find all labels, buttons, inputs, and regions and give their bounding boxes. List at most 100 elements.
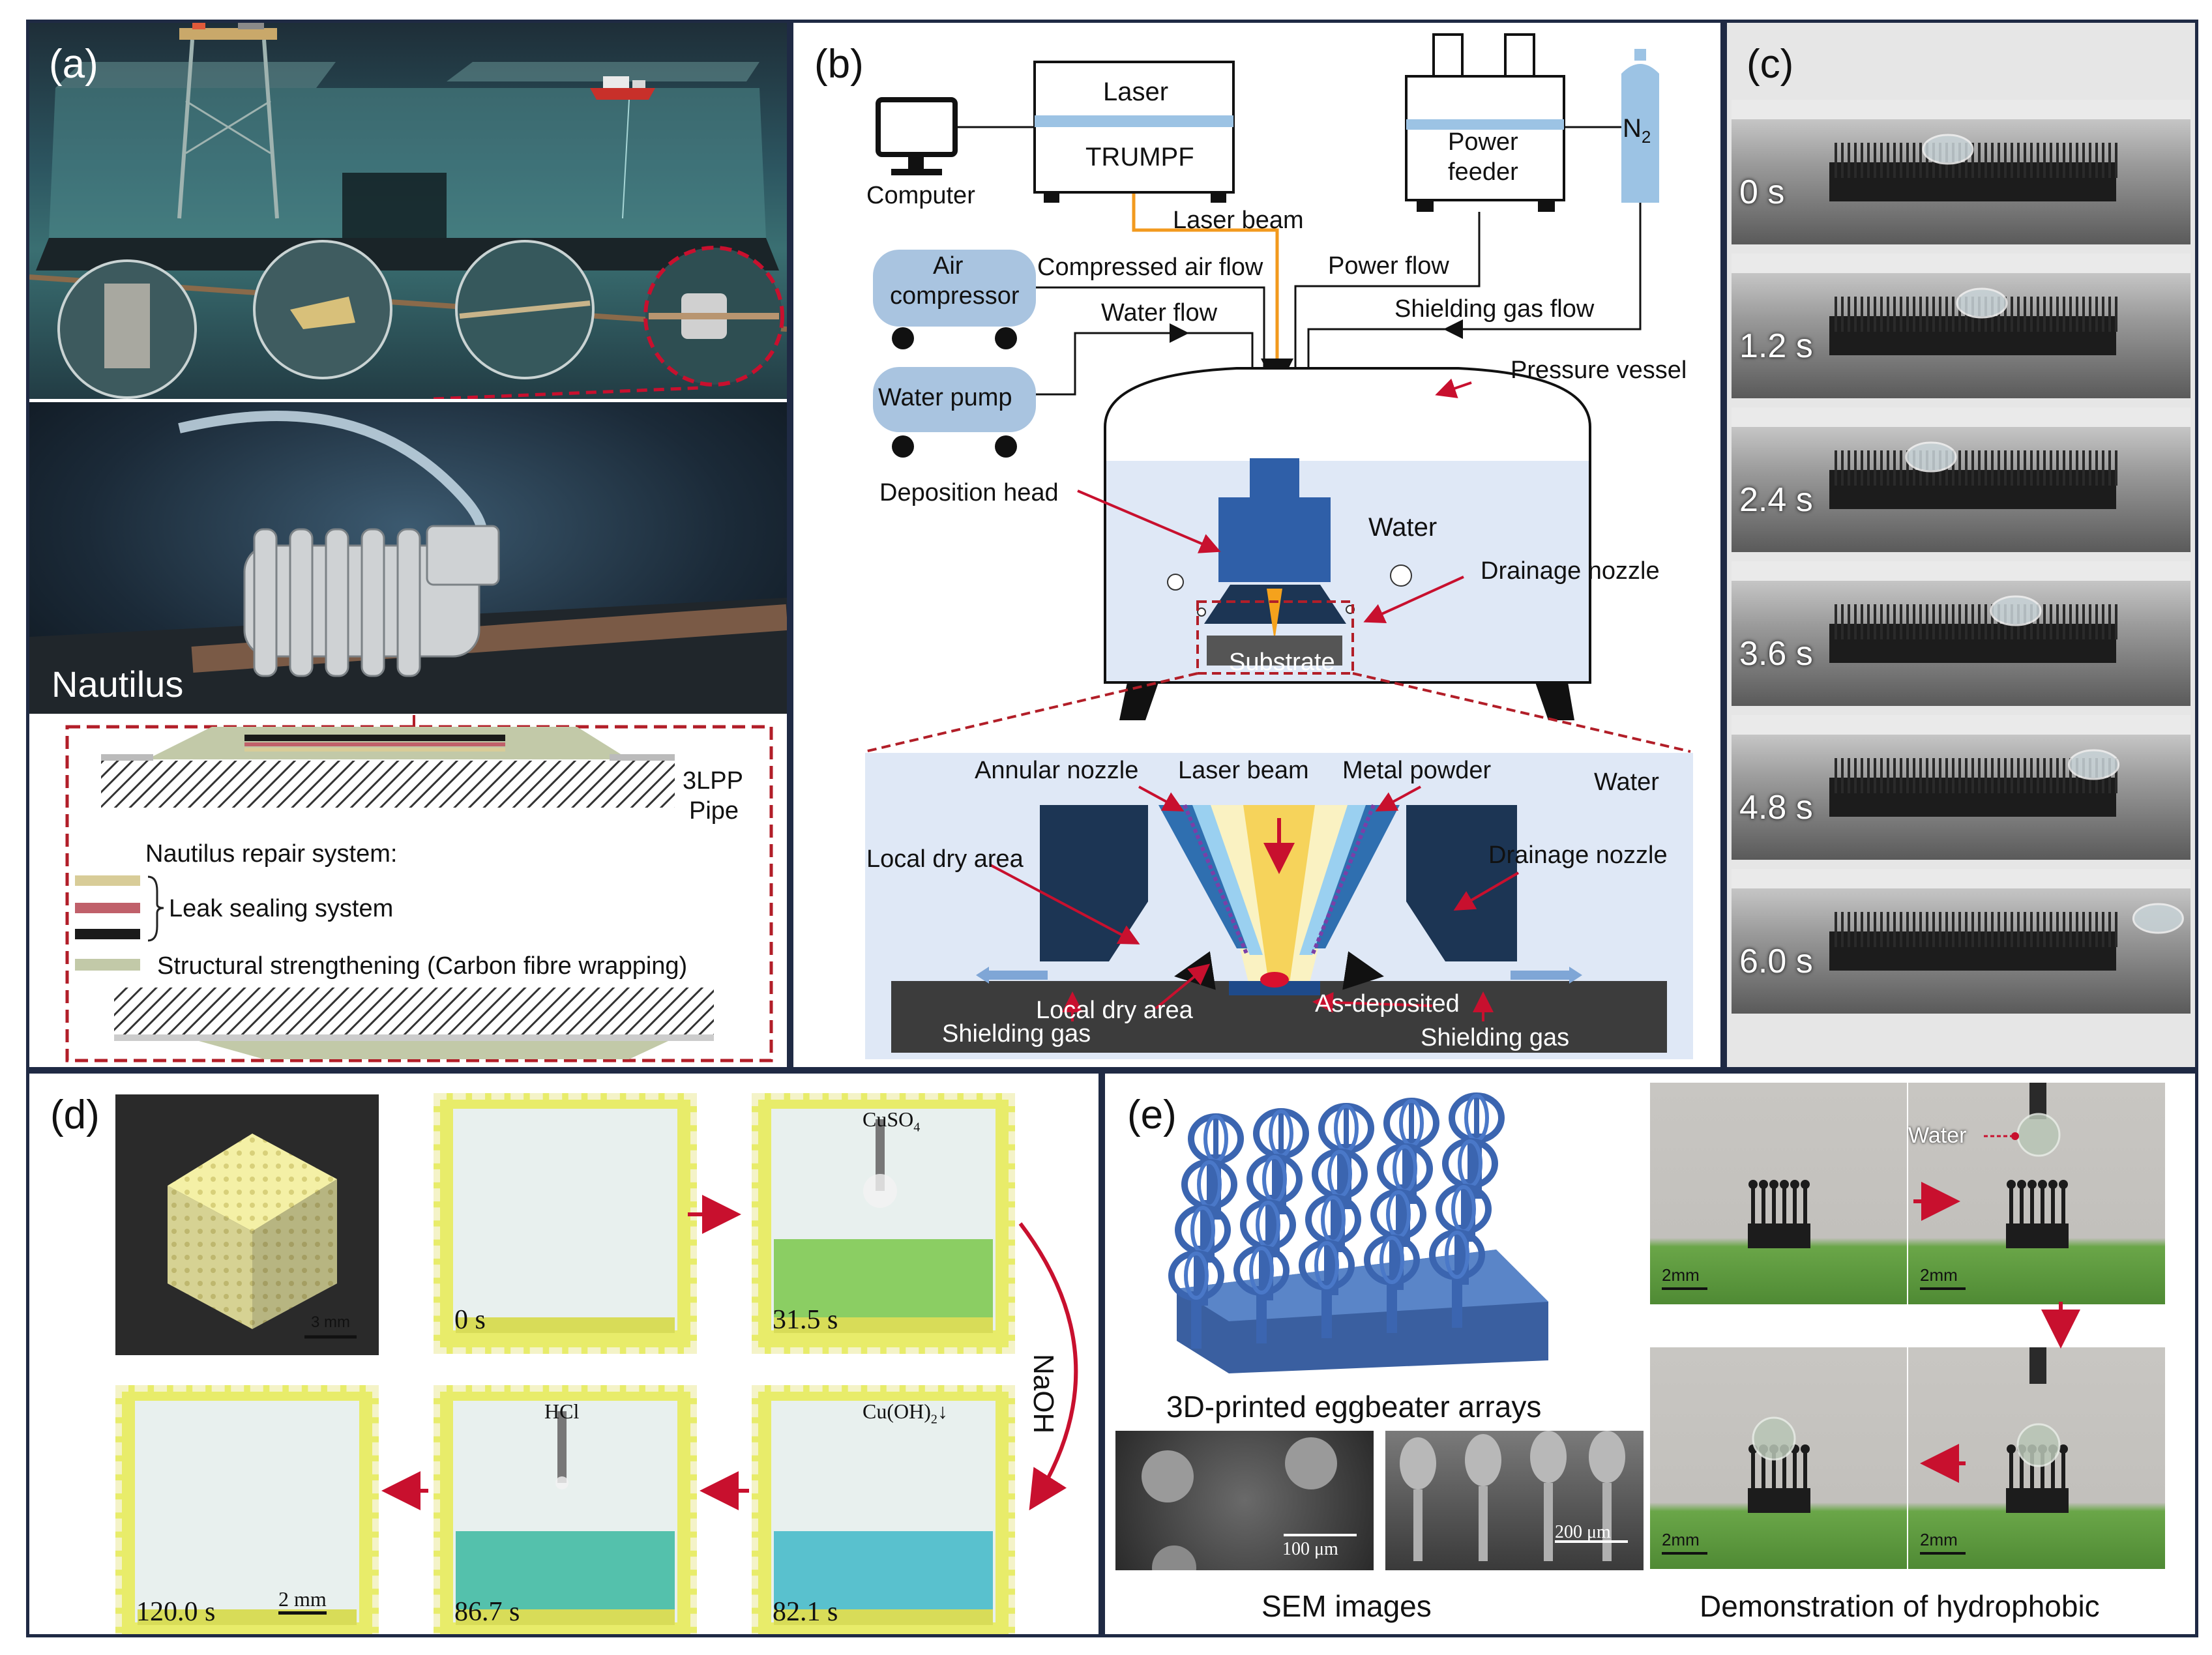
ink-frame-svg xyxy=(135,1401,359,1625)
frame-scale-label: 2 mm xyxy=(278,1587,327,1615)
frame-time-label: 6.0 s xyxy=(1739,943,1813,980)
demo-frame-svg xyxy=(1920,1083,2069,1290)
eggbeater-unit xyxy=(1168,1250,1224,1349)
ship-icon xyxy=(590,76,655,100)
cube-scale-label: 3 mm xyxy=(311,1313,350,1331)
legend-title: Nautilus repair system: xyxy=(145,840,398,868)
water-droplet xyxy=(1990,595,2042,626)
droplet-frame-svg xyxy=(1732,869,2190,971)
water-droplet xyxy=(1956,287,2008,319)
demo-frame: 2mm xyxy=(1908,1347,2165,1569)
trumpf-label: TRUMPF xyxy=(1085,143,1194,171)
computer-icon xyxy=(876,97,958,175)
reagent-tag: HCl xyxy=(544,1399,580,1423)
deposition-setup-diagram xyxy=(864,33,1693,1059)
power-feeder-label-1: Power xyxy=(1448,128,1518,156)
sem-scale-1: 100 μm xyxy=(1282,1539,1338,1559)
pressure-vessel-label: Pressure vessel xyxy=(1511,357,1687,384)
ink-frame-time: 0 s xyxy=(454,1305,486,1335)
ink-frame-svg xyxy=(453,1109,677,1333)
water-pump-label: Water pump xyxy=(878,384,1012,411)
droplet-frame: 2.4 s xyxy=(1732,407,2190,552)
frame-time-label: 4.8 s xyxy=(1739,789,1813,827)
laser-beam-label: Laser beam xyxy=(1173,207,1304,234)
panel-c-label: (c) xyxy=(1747,42,1794,87)
frame-time-label: 3.6 s xyxy=(1739,635,1813,673)
powder-feeder-box xyxy=(1405,75,1565,201)
panel-d-label: (d) xyxy=(50,1092,100,1137)
frame-time-label: 2.4 s xyxy=(1739,481,1813,519)
repair-system-schematic: 3LPP Pipe Nautilus repair system: Leak s… xyxy=(29,715,787,1067)
panel-b-label: (b) xyxy=(814,42,864,87)
nautilus-caption: Nautilus xyxy=(52,664,184,705)
droplet-frames: 0 s 1.2 s 2.4 s 3.6 s 4.8 s 6.0 s xyxy=(1727,23,2195,1067)
reagent-tag: CuSO4 xyxy=(863,1107,921,1135)
detail-drainage-nozzle-label: Drainage nozzle xyxy=(1488,842,1668,869)
substrate-label: Substrate xyxy=(1229,649,1335,676)
n2-label: N2 xyxy=(1623,114,1651,147)
subsea-scene-illustration xyxy=(29,23,787,399)
detail-water-label: Water xyxy=(1594,769,1659,796)
demo-frame-svg xyxy=(1920,1347,2069,1555)
sem-caption: SEM images xyxy=(1261,1589,1432,1623)
annular-nozzle-label: Annular nozzle xyxy=(975,757,1139,784)
layer-label-3lpp: 3LPP xyxy=(683,767,743,795)
demo-frame: 2mm xyxy=(1650,1083,1907,1304)
sem-top-svg xyxy=(1142,1437,1357,1570)
water-pump-box xyxy=(873,367,1036,432)
droplet-frame-svg xyxy=(1732,407,2190,509)
ink-frame: 120.0 s 2 mm xyxy=(115,1385,379,1634)
eggbeater-unit xyxy=(1429,1229,1485,1328)
water-droplet xyxy=(2132,903,2184,934)
ink-frame-time: 120.0 s xyxy=(136,1597,216,1627)
panel-e-label: (e) xyxy=(1127,1092,1177,1137)
eggbeater-render xyxy=(1157,1087,1561,1373)
droplet-frame: 6.0 s xyxy=(1732,869,2190,1014)
laser-label: Laser xyxy=(1103,78,1169,106)
lattice-cube-photo: 3 mm xyxy=(115,1094,379,1355)
water-droplet xyxy=(2068,749,2120,780)
sem-image-side-view: 200 μm xyxy=(1385,1431,1644,1570)
detail-laser-beam-label: Laser beam xyxy=(1178,757,1309,784)
eggbeater-render-svg xyxy=(1168,1092,1548,1373)
droplet-frame-svg xyxy=(1732,100,2190,201)
droplet-frame-svg xyxy=(1732,715,2190,817)
droplet-frame: 4.8 s xyxy=(1732,715,2190,860)
sem-side-svg xyxy=(1400,1431,1628,1561)
water-droplet xyxy=(1752,1416,1796,1461)
air-compressor-label-1: Air xyxy=(933,252,964,280)
sem-image-top-view: 100 μm xyxy=(1115,1431,1374,1570)
schematic-svg xyxy=(65,715,773,1062)
droplet-frame-svg xyxy=(1732,561,2190,663)
ink-frame-svg xyxy=(453,1401,677,1625)
droplet-frame: 3.6 s xyxy=(1732,561,2190,706)
eggbeater-unit xyxy=(1233,1245,1290,1343)
demo-frame-svg xyxy=(1662,1180,1810,1290)
nautilus-render: Nautilus xyxy=(29,402,787,714)
legend-structural: Structural strengthening (Carbon fibre w… xyxy=(157,952,688,980)
eggbeater-unit xyxy=(1364,1235,1420,1333)
n2-cylinder-icon xyxy=(1621,49,1659,203)
droplet-frame: 1.2 s xyxy=(1732,254,2190,398)
power-feeder-label-2: feeder xyxy=(1448,158,1518,186)
panel-a: (a) xyxy=(26,20,790,1070)
ink-frame-time: 86.7 s xyxy=(454,1597,520,1627)
droplet-frame: 0 s xyxy=(1732,100,2190,244)
ink-frame-time: 31.5 s xyxy=(773,1305,838,1335)
reagent-tag: Cu(OH)2↓ xyxy=(863,1399,948,1427)
frame-time-label: 1.2 s xyxy=(1739,327,1813,365)
render-caption: 3D-printed eggbeater arrays xyxy=(1166,1390,1542,1424)
panel-c: (c) 0 s 1.2 s 2.4 s 3.6 s 4.8 s 6.0 s xyxy=(1724,20,2198,1070)
water-droplet xyxy=(1922,134,1974,165)
ink-frame-svg xyxy=(771,1109,995,1333)
ink-frame: 0 s xyxy=(434,1093,697,1354)
demo-scale-label: 2mm xyxy=(1920,1265,1958,1285)
lattice-cube-svg xyxy=(168,1134,357,1339)
droplet-frame-svg xyxy=(1732,254,2190,355)
nautilus-render-svg xyxy=(29,410,787,714)
sem-scale-2: 200 μm xyxy=(1555,1522,1611,1542)
frame-time-label: 0 s xyxy=(1739,173,1785,211)
